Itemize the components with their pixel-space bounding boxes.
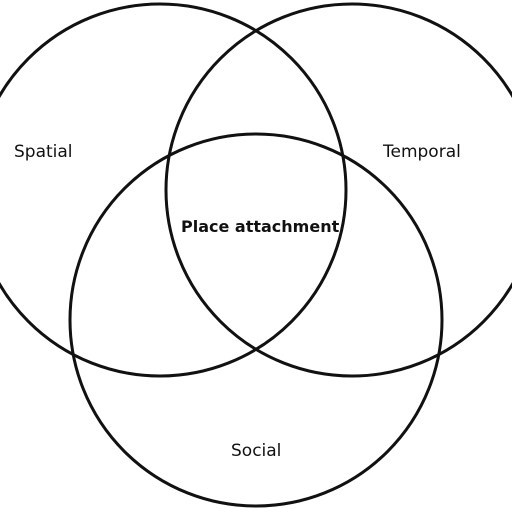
temporal-circle [164, 2, 512, 378]
social-circle [68, 132, 444, 508]
social-label: Social [231, 441, 282, 461]
spatial-circle [0, 2, 348, 378]
place-attachment-label: Place attachment [181, 217, 340, 236]
temporal-label: Temporal [383, 142, 461, 162]
spatial-label: Spatial [14, 142, 73, 162]
